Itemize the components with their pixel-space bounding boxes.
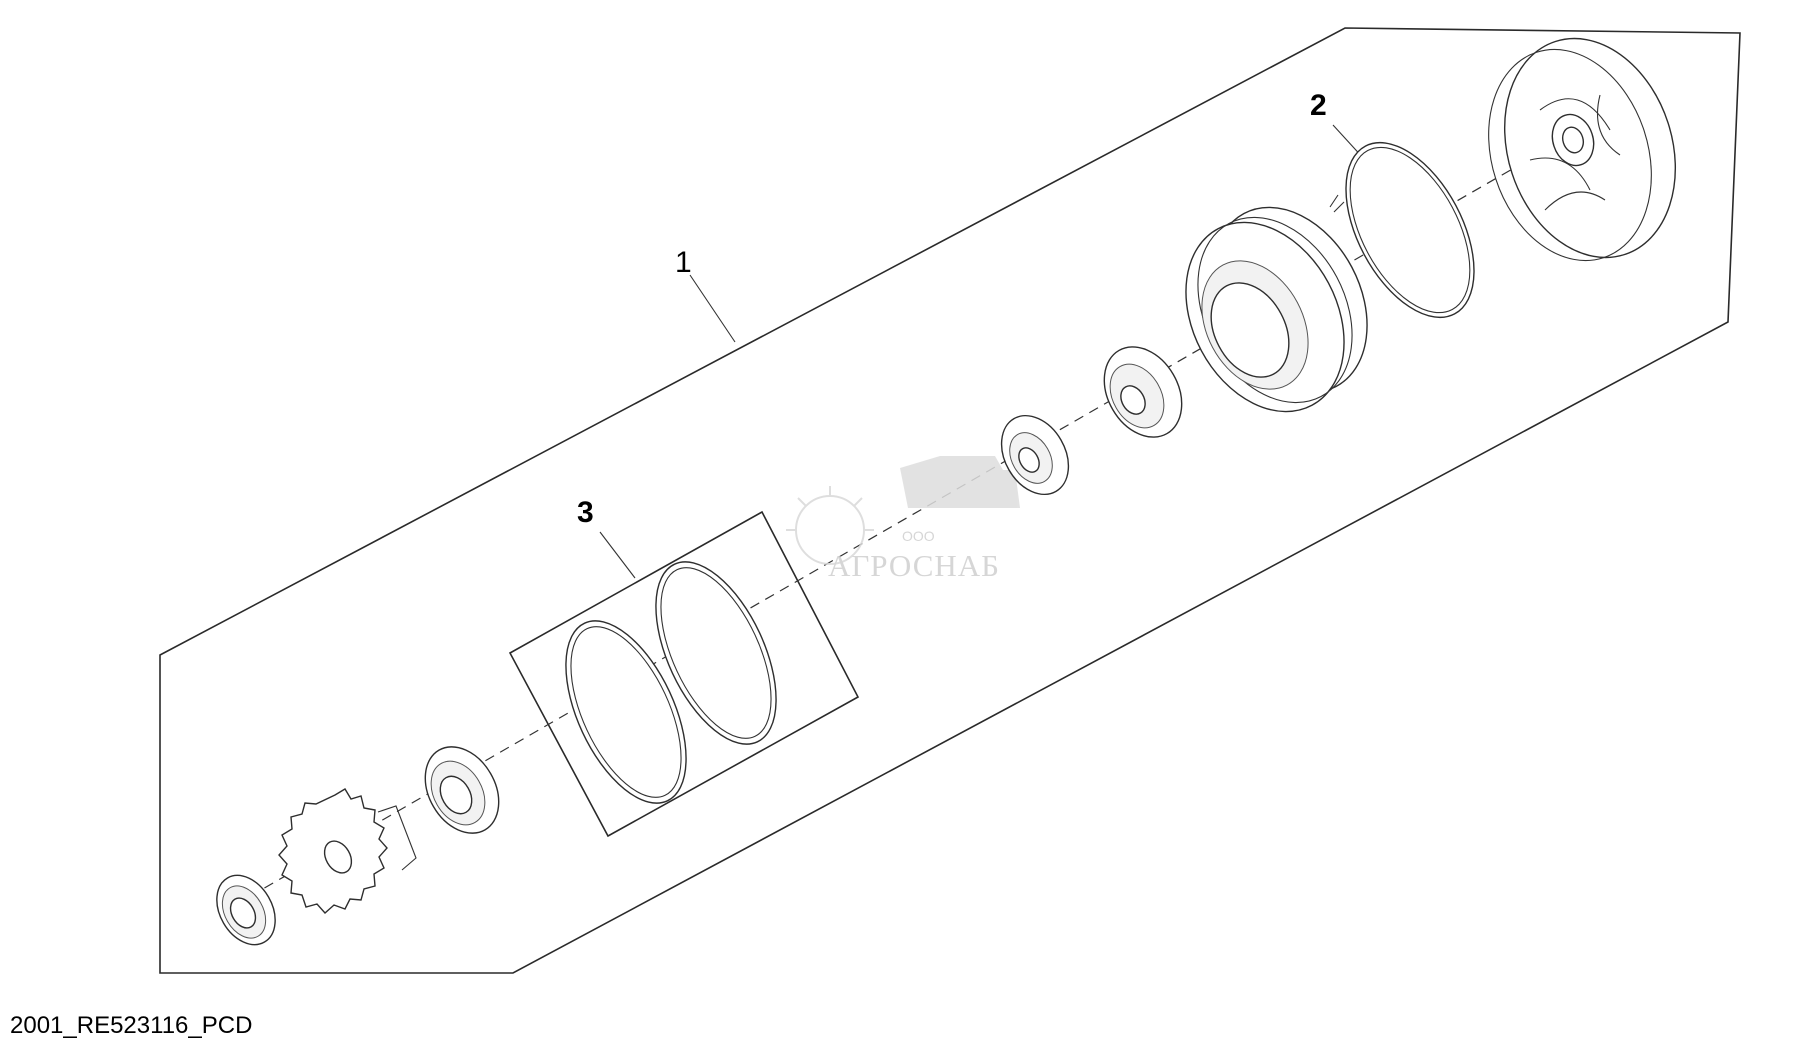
figure-caption: 2001_RE523116_PCD	[10, 1012, 253, 1039]
o-ring-pair	[565, 561, 777, 804]
snap-ring	[1329, 141, 1475, 319]
callout-1-label: 1	[675, 246, 692, 279]
drive-gear	[278, 788, 417, 914]
callout-2-label: 2	[1310, 89, 1327, 122]
callout-1-leader	[689, 274, 736, 343]
o-ring-kit-box	[508, 510, 860, 838]
watermark-brand: АГРОСНАБ	[828, 548, 1000, 583]
watermark-company-type: ООО	[902, 528, 935, 544]
seal-washer	[1000, 414, 1070, 496]
watermark-logo: ООО АГРОСНАБ	[786, 456, 1020, 583]
mechanical-seal-ring	[1103, 346, 1183, 438]
ball-bearing	[424, 746, 500, 834]
impeller	[1488, 37, 1677, 262]
kit-outline	[159, 27, 1741, 974]
callout-3-label: 3	[577, 496, 594, 529]
pump-seal-cartridge	[1185, 206, 1368, 413]
callout-3-leader	[599, 531, 636, 579]
small-bearing	[216, 874, 276, 946]
